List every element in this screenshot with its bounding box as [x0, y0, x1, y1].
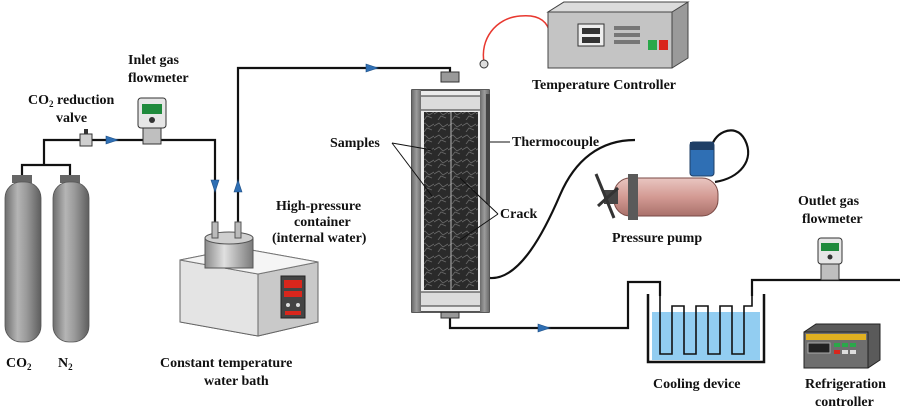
gas-cylinders [4, 175, 90, 343]
pipelines [20, 66, 900, 330]
cooling-device [646, 294, 766, 364]
reduction-valve [79, 129, 93, 147]
n2-cylinder [52, 181, 90, 343]
crack-label: Crack [500, 207, 538, 222]
flow-arrow-icon [233, 179, 243, 193]
temperature-controller [546, 1, 690, 69]
co2-cylinder-label: CO2 [6, 356, 32, 372]
flow-arrow-icon [210, 179, 220, 193]
hp-container-label-line2: container [294, 215, 351, 230]
reduction-valve-label-line2: valve [56, 111, 87, 126]
high-pressure-container [204, 221, 254, 269]
temperature-controller-label: Temperature Controller [532, 78, 676, 93]
water-bath-label: Constant temperature [160, 356, 292, 371]
outlet-flowmeter-label: Outlet gas [798, 194, 860, 209]
inlet-flowmeter-label-line2: flowmeter [128, 71, 189, 86]
co2-cylinder [4, 181, 42, 343]
inlet-flowmeter [137, 97, 167, 145]
cooling-coil [659, 296, 753, 355]
flow-arrows [105, 63, 551, 333]
outlet-flowmeter [817, 237, 843, 281]
refrigeration-controller-label-line2: controller [815, 395, 874, 410]
thermocouple-label: Thermocouple [512, 135, 599, 150]
pressure-pump [594, 141, 719, 220]
outlet-flowmeter-label-line2: flowmeter [802, 212, 863, 227]
inlet-flowmeter-label: Inlet gas [128, 53, 180, 68]
reduction-valve-label: CO2 reduction [28, 93, 115, 109]
cooling-device-label: Cooling device [653, 377, 741, 392]
refrigeration-controller [803, 323, 881, 369]
refrigeration-controller-label: Refrigeration [805, 377, 886, 392]
hp-container-label-line3: (internal water) [272, 231, 367, 246]
hp-container-label: High-pressure [276, 199, 361, 214]
samples-label: Samples [330, 136, 380, 151]
flow-arrow-icon [105, 135, 119, 145]
thermocouple-rod [486, 94, 490, 204]
flow-arrow-icon [365, 63, 379, 73]
flow-arrow-icon [537, 323, 551, 333]
water-bath-label-line2: water bath [204, 374, 269, 389]
n2-cylinder-label: N2 [58, 356, 73, 372]
pressure-pump-label: Pressure pump [612, 231, 702, 246]
thermocouple-wire [482, 14, 551, 63]
